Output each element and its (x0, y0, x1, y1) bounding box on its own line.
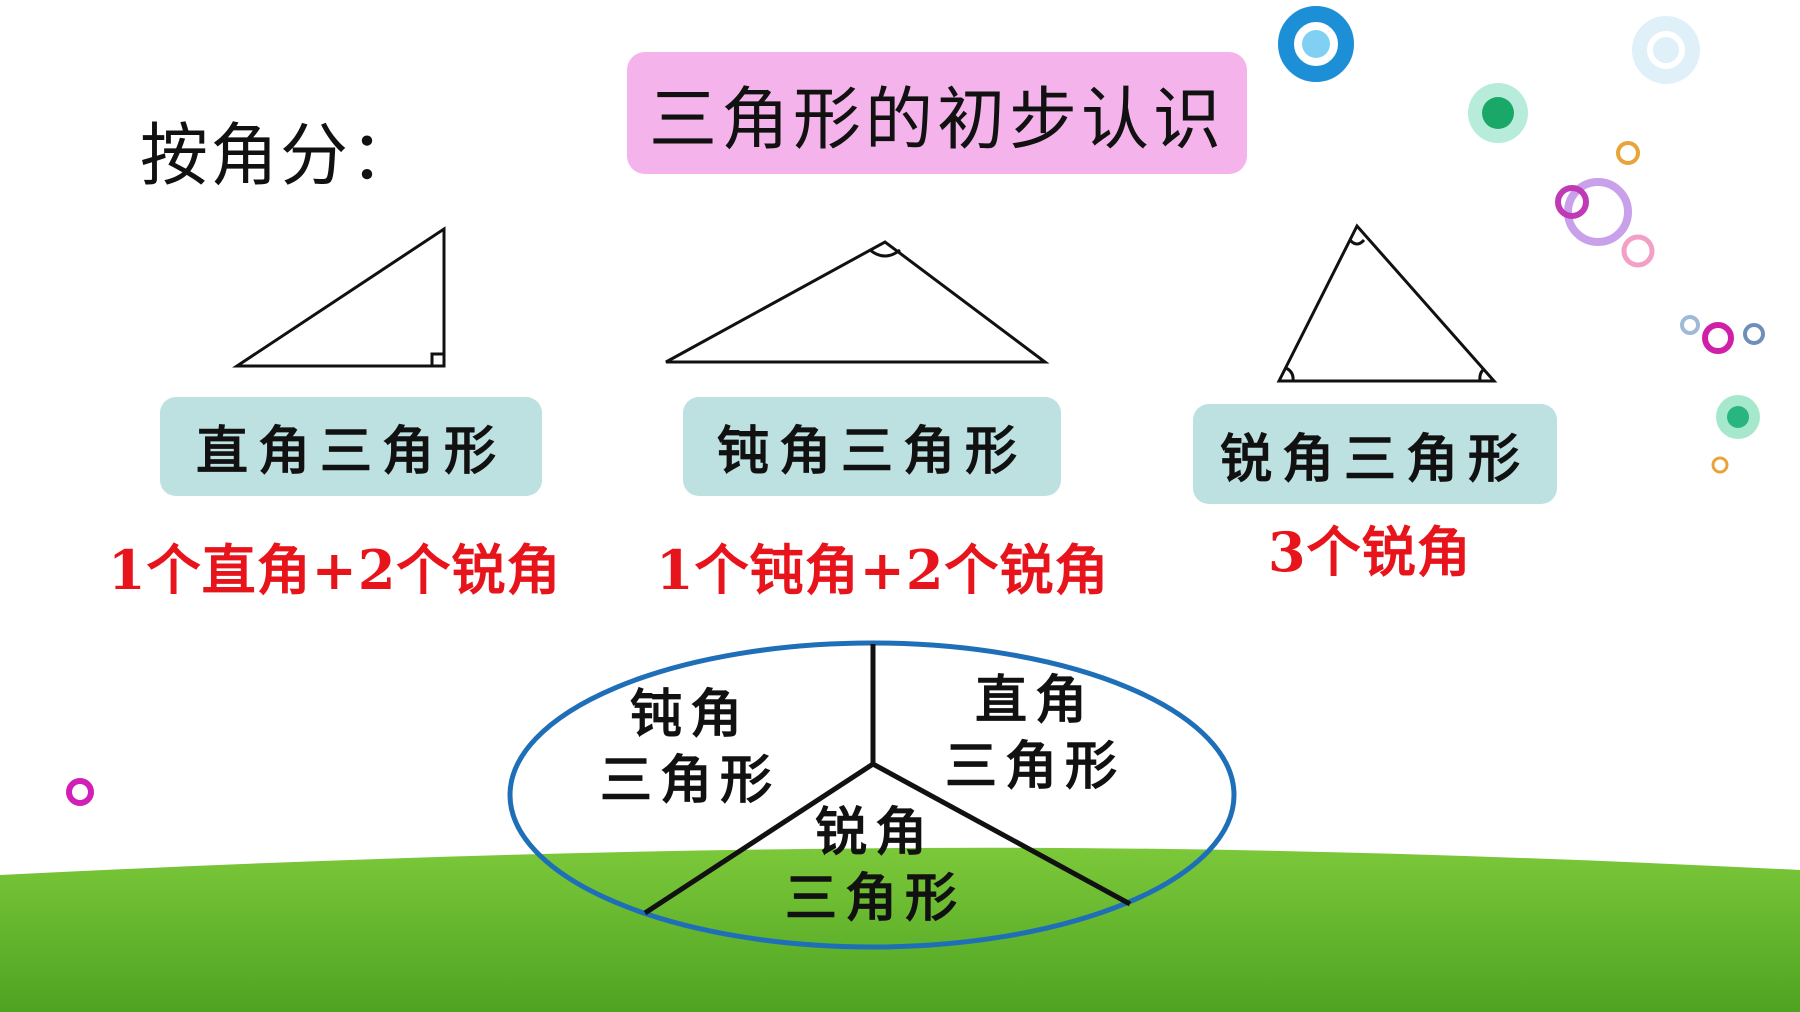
classification-heading: 按角分： (140, 117, 421, 196)
ellipse-region-obtuse: 钝角 三角形 (590, 682, 790, 814)
ellipse-outline (507, 640, 1237, 950)
ellipse-obtuse-line2: 三角形 (599, 750, 780, 811)
ellipse-right-line2: 三角形 (944, 736, 1125, 797)
note-acute-triangle: 3个锐角 (1268, 520, 1472, 584)
bubble-decorations (66, 6, 1765, 806)
title-banner: 三角形的初步认识 (627, 52, 1247, 174)
ellipse-obtuse-line1: 钝角 (629, 684, 750, 745)
ellipse-acute-line1: 锐角 (814, 802, 935, 863)
label-obtuse-triangle: 钝角三角形 (683, 397, 1061, 496)
page-title: 三角形的初步认识 (648, 80, 1225, 160)
note-right-triangle: 1个直角+2个锐角 (108, 538, 562, 602)
right-triangle-shape (232, 226, 446, 368)
note-obtuse-triangle: 1个钝角+2个锐角 (656, 538, 1110, 602)
ellipse-right-line1: 直角 (974, 670, 1095, 731)
ellipse-acute-line2: 三角形 (784, 868, 965, 929)
ellipse-dividers (643, 644, 1132, 916)
grass-ground (0, 847, 1800, 1012)
acute-triangle-shape (1276, 223, 1498, 383)
label-acute-triangle: 锐角三角形 (1193, 404, 1557, 504)
ellipse-region-acute: 锐角 三角形 (775, 800, 975, 932)
label-right-triangle: 直角三角形 (160, 397, 542, 496)
obtuse-triangle-shape (665, 240, 1050, 364)
ellipse-region-right: 直角 三角形 (935, 668, 1135, 800)
